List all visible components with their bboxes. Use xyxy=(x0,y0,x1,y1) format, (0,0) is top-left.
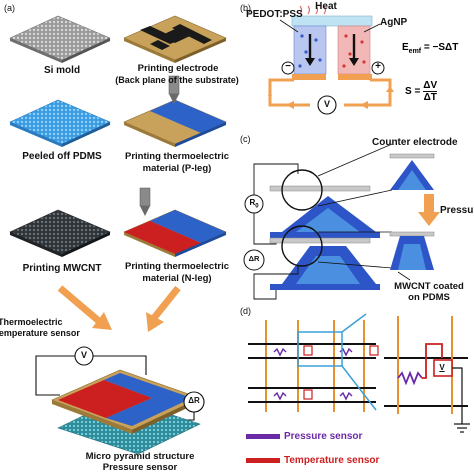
label-peeled-pdms: Peeled off PDMS xyxy=(22,151,102,162)
c-state-after xyxy=(243,225,435,300)
label-thermo-p-line1: Printing thermoelectric xyxy=(125,151,229,162)
panel-d-graphics xyxy=(246,313,470,463)
final-voltmeter-symbol: V xyxy=(80,350,87,360)
equation-emf-rhs: = −SΔT xyxy=(423,42,459,53)
equation-seebeck: S = ΔV ΔT xyxy=(405,80,438,103)
label-temp-sensor-line1: Thermoelectric xyxy=(0,317,63,327)
equation-emf-sub: emf xyxy=(408,48,422,55)
symbol-plus: + xyxy=(375,61,381,72)
peeled-pdms-illustration xyxy=(9,99,111,147)
final-device-illustration xyxy=(35,346,205,455)
label-temp-sensor-line2: Temperature sensor xyxy=(0,328,80,338)
final-resistance-symbol: ΔR xyxy=(188,396,200,405)
symbol-r0-main: R xyxy=(249,198,256,207)
printing-n-leg-illustration xyxy=(123,187,227,257)
label-agnp: AgNP xyxy=(380,17,408,28)
label-thermo-n-line2: material (N-leg) xyxy=(142,273,212,284)
symbol-r0-sub: 0 xyxy=(255,203,259,210)
panel-b-graphics xyxy=(268,5,394,115)
label-heat: Heat xyxy=(315,1,337,12)
label-mwcnt-coated-line1: MWCNT coated xyxy=(394,281,464,292)
process-arrows xyxy=(57,285,181,332)
symbol-delta-r: ΔR xyxy=(248,254,260,263)
label-si-mold: Si mold xyxy=(43,65,81,76)
d-voltmeter-symbol: V xyxy=(439,363,445,372)
label-thermo-n-line1: Printing thermoelectric xyxy=(125,261,229,272)
legend-label-pressure: Pressure sensor xyxy=(284,431,363,442)
panel-label-b: (b) xyxy=(240,3,251,13)
label-printing-electrode: Printing electrode xyxy=(137,63,219,74)
label-pyramid-line2: Pressure sensor xyxy=(102,462,178,473)
legend-label-temperature: Temperature sensor xyxy=(284,455,380,466)
symbol-minus: − xyxy=(285,61,291,72)
equation-s-denominator: ΔT xyxy=(423,92,437,103)
b-voltmeter-symbol: V xyxy=(323,99,330,109)
label-pyramid-line1: Micro pyramid structure xyxy=(85,451,195,462)
legend-swatch-pressure xyxy=(246,434,280,439)
equation-emf-lhs: E xyxy=(402,42,409,53)
legend-swatch-temperature xyxy=(246,458,280,463)
c-state-before xyxy=(244,143,435,245)
equation-emf: Eemf = −SΔT xyxy=(402,42,458,55)
panel-label-a: (a) xyxy=(4,3,15,13)
printing-mwcnt-illustration xyxy=(9,209,111,257)
label-mwcnt: Printing MWCNT xyxy=(22,263,102,274)
label-mwcnt-coated-line2: on PDMS xyxy=(408,292,450,303)
panel-label-d: (d) xyxy=(240,306,251,316)
equation-s-numerator: ΔV xyxy=(423,80,438,92)
label-thermo-p-line2: material (P-leg) xyxy=(142,163,212,174)
label-back-plane: (Back plane of the substrate) xyxy=(115,75,239,85)
label-counter-electrode: Counter electrode xyxy=(372,137,458,148)
label-pressure: Pressure xyxy=(440,205,474,216)
panel-a-graphics xyxy=(9,15,227,455)
si-mold-illustration xyxy=(9,15,111,63)
label-pedot-pss: PEDOT:PSS xyxy=(246,9,303,20)
symbol-r0: R0 xyxy=(247,198,261,210)
equation-s-lhs: S = xyxy=(405,86,421,97)
panel-label-c: (c) xyxy=(240,134,251,144)
printing-electrode-illustration xyxy=(123,15,227,63)
panel-c-graphics xyxy=(243,143,440,300)
printing-p-leg-illustration xyxy=(123,75,227,147)
